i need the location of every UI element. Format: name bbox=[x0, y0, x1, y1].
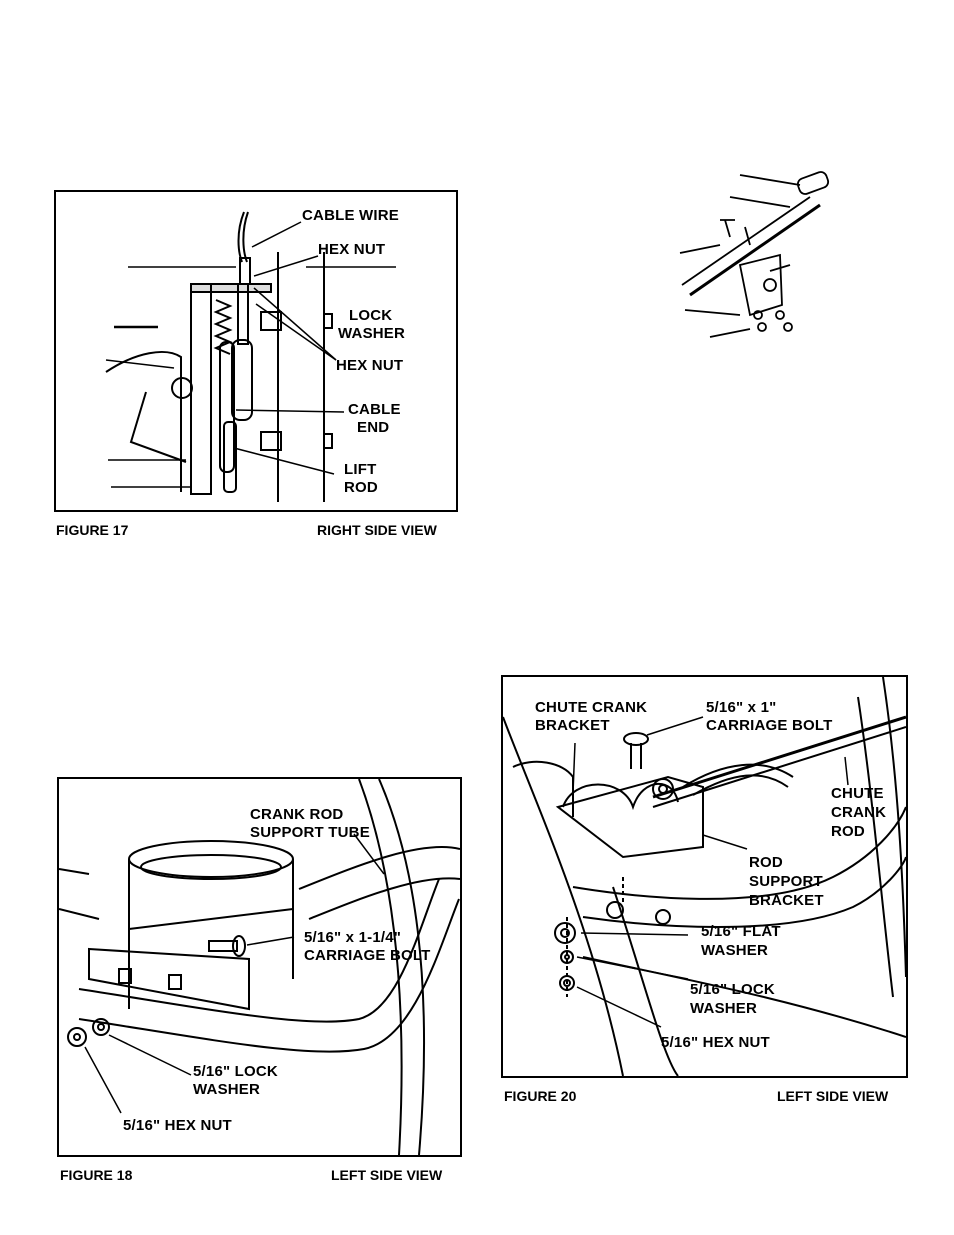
figure-18-view: LEFT SIDE VIEW bbox=[331, 1167, 443, 1183]
label-chute-rod-1: CHUTE bbox=[831, 785, 884, 802]
label-chute-rod-3: ROD bbox=[831, 823, 865, 840]
label-carriage-bolt-2: CARRIAGE BOLT bbox=[706, 717, 833, 734]
label-carriage-bolt-1: 5/16" x 1" bbox=[706, 699, 777, 716]
label-crank-rod-1: CRANK ROD bbox=[250, 806, 344, 823]
figure-17-view: RIGHT SIDE VIEW bbox=[317, 522, 437, 538]
label-cable-end-2: END bbox=[357, 419, 390, 436]
label-rod-support-1: ROD bbox=[749, 854, 783, 871]
label-lift-rod-2: ROD bbox=[344, 479, 378, 496]
figure-18-caption: FIGURE 18 bbox=[60, 1167, 133, 1183]
label-flat-washer-1: 5/16" FLAT bbox=[701, 923, 781, 940]
figure-18: CRANK ROD SUPPORT TUBE 5/16" x 1-1/4" CA… bbox=[57, 777, 462, 1157]
label-lock-washer-1: 5/16" LOCK bbox=[690, 981, 775, 998]
label-lift-rod-1: LIFT bbox=[344, 461, 377, 478]
figure-20-caption: FIGURE 20 bbox=[504, 1088, 577, 1104]
label-hex-nut: 5/16" HEX NUT bbox=[123, 1117, 232, 1134]
label-lock-washer-2: WASHER bbox=[690, 1000, 758, 1017]
label-lock-washer-1: LOCK bbox=[349, 307, 393, 324]
figure-17: CABLE WIRE HEX NUT LOCK WASHER HEX NUT C… bbox=[54, 190, 458, 512]
figure-17-drawing bbox=[105, 211, 396, 502]
exploded-parts-sketch bbox=[679, 171, 830, 338]
label-crank-rod-2: SUPPORT TUBE bbox=[250, 824, 370, 841]
label-chute-rod-2: CRANK bbox=[831, 804, 887, 821]
label-cable-wire: CABLE WIRE bbox=[302, 207, 399, 224]
label-carriage-bolt-2: CARRIAGE BOLT bbox=[304, 947, 431, 964]
label-lock-washer-2: WASHER bbox=[193, 1081, 261, 1098]
label-lock-washer-2: WASHER bbox=[338, 325, 406, 342]
figure-18-drawing bbox=[59, 779, 460, 1155]
label-lock-washer-1: 5/16" LOCK bbox=[193, 1063, 278, 1080]
label-hex-nut: 5/16" HEX NUT bbox=[661, 1034, 770, 1051]
label-chute-bracket-2: BRACKET bbox=[535, 717, 610, 734]
label-cable-end-1: CABLE bbox=[348, 401, 401, 418]
label-rod-support-2: SUPPORT bbox=[749, 873, 823, 890]
figure-17-caption: FIGURE 17 bbox=[56, 522, 129, 538]
figure-20-view: LEFT SIDE VIEW bbox=[777, 1088, 889, 1104]
figure-20: CHUTE CRANK BRACKET 5/16" x 1" CARRIAGE … bbox=[501, 675, 908, 1078]
label-hex-nut-bottom: HEX NUT bbox=[336, 357, 404, 374]
label-carriage-bolt-1: 5/16" x 1-1/4" bbox=[304, 929, 402, 946]
label-hex-nut-top: HEX NUT bbox=[318, 241, 386, 258]
label-chute-bracket-1: CHUTE CRANK bbox=[535, 699, 648, 716]
figure-20-drawing bbox=[503, 677, 906, 1076]
label-flat-washer-2: WASHER bbox=[701, 942, 769, 959]
label-rod-support-3: BRACKET bbox=[749, 892, 824, 909]
